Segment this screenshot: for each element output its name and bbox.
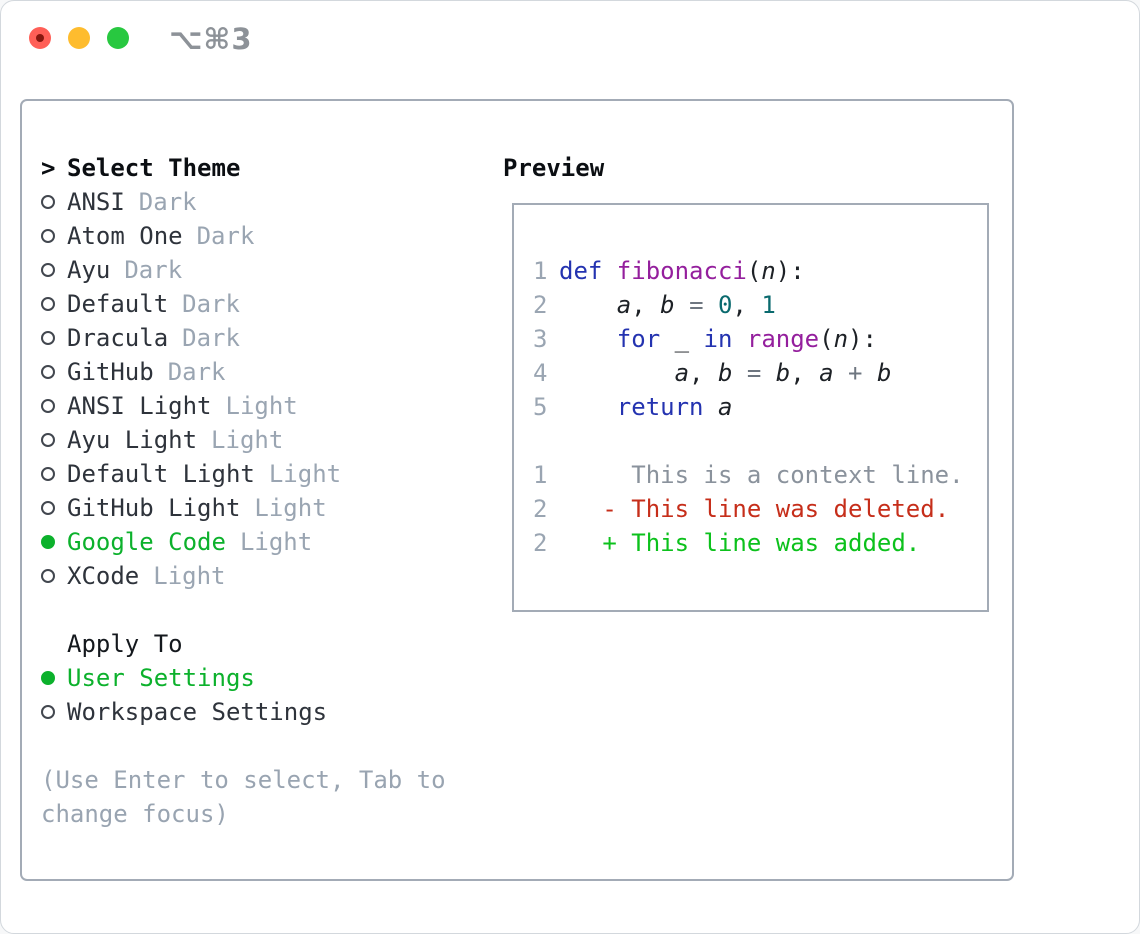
- theme-name: Google Code: [67, 528, 226, 556]
- theme-name: GitHub Light: [67, 494, 241, 522]
- theme-option-atom-one-dark[interactable]: Atom One Dark: [41, 219, 341, 253]
- apply-option-label: Workspace Settings: [67, 698, 328, 726]
- apply-option-workspace-settings[interactable]: Workspace Settings: [41, 695, 341, 729]
- theme-name: XCode: [67, 562, 140, 590]
- theme-name: Default Light: [67, 460, 255, 488]
- radio-icon: [41, 195, 67, 209]
- apply-to-title: Apply To: [67, 630, 183, 658]
- theme-variant: Light: [268, 460, 342, 488]
- focus-cursor-icon: >: [41, 154, 56, 182]
- diff-context-line: 1 This is a context line.: [533, 461, 964, 489]
- theme-name: Dracula: [67, 324, 169, 352]
- theme-variant: Light: [225, 392, 298, 420]
- apply-option-user-settings-selected[interactable]: User Settings: [41, 661, 341, 695]
- theme-variant: Dark: [124, 256, 183, 284]
- radio-icon: [41, 569, 67, 583]
- line-number: 4: [533, 359, 548, 387]
- theme-variant: Dark: [182, 324, 240, 352]
- theme-name: Default: [67, 290, 169, 318]
- line-number: 1: [533, 257, 548, 285]
- radio-icon: [41, 467, 67, 481]
- theme-list-header: > Select Theme: [41, 151, 341, 185]
- theme-option-default-dark[interactable]: Default Dark: [41, 287, 341, 321]
- theme-option-ansi-light[interactable]: ANSI Light Light: [41, 389, 341, 423]
- code-line: 5 return a: [533, 393, 733, 421]
- theme-variant: Light: [211, 426, 284, 454]
- code-line: 3 for _ in range(n):: [533, 325, 877, 353]
- preview-code: 1 def fibonacci(n): 2 a, b = 0, 1 3 for …: [533, 254, 964, 560]
- code-line: 4 a, b = b, a + b: [533, 359, 892, 387]
- line-number: 3: [533, 325, 548, 353]
- theme-option-ansi-dark[interactable]: ANSI Dark: [41, 185, 341, 219]
- theme-option-google-code-selected[interactable]: Google Code Light: [41, 525, 341, 559]
- theme-name: ANSI: [67, 188, 125, 216]
- radio-icon: [41, 399, 67, 413]
- code-line: 2 a, b = 0, 1: [533, 291, 776, 319]
- theme-name: Atom One: [67, 222, 183, 250]
- blank-line: [533, 424, 964, 458]
- radio-icon: [41, 365, 67, 379]
- theme-option-ayu-light[interactable]: Ayu Light Light: [41, 423, 341, 457]
- apply-to-header: Apply To: [41, 627, 341, 661]
- theme-variant: Dark: [182, 290, 240, 318]
- radio-selected-icon: [41, 535, 67, 549]
- keyboard-hint-text: (Use Enter to select, Tab to change focu…: [41, 766, 446, 828]
- line-number: 2: [533, 529, 548, 557]
- line-number: 5: [533, 393, 548, 421]
- radio-icon: [41, 433, 67, 447]
- radio-icon: [41, 229, 67, 243]
- theme-variant: Light: [254, 494, 327, 522]
- theme-variant: Light: [153, 562, 226, 590]
- radio-icon: [41, 501, 67, 515]
- theme-option-ayu-dark[interactable]: Ayu Dark: [41, 253, 341, 287]
- radio-icon: [41, 263, 67, 277]
- radio-icon: [41, 705, 67, 719]
- apply-option-label: User Settings: [67, 664, 255, 692]
- select-theme-title: Select Theme: [67, 154, 241, 182]
- line-number: 1: [533, 461, 548, 489]
- theme-option-github-light[interactable]: GitHub Light Light: [41, 491, 341, 525]
- theme-option-dracula-dark[interactable]: Dracula Dark: [41, 321, 341, 355]
- radio-selected-icon: [41, 671, 67, 685]
- titlebar: ⌥⌘3: [1, 1, 1139, 77]
- theme-option-default-light[interactable]: Default Light Light: [41, 457, 341, 491]
- theme-variant: Light: [239, 528, 313, 556]
- theme-name: GitHub: [67, 358, 154, 386]
- diff-added-line: 2 + This line was added.: [533, 529, 921, 557]
- theme-variant: Dark: [138, 188, 197, 216]
- preview-title: Preview: [503, 154, 605, 182]
- theme-selector-panel: > Select Theme ANSI Dark Atom One Dark A…: [20, 99, 1014, 881]
- theme-name: Ayu: [67, 256, 111, 284]
- theme-option-xcode-light[interactable]: XCode Light: [41, 559, 341, 593]
- traffic-light-minimize-button[interactable]: [68, 27, 90, 49]
- theme-list: > Select Theme ANSI Dark Atom One Dark A…: [41, 151, 341, 729]
- diff-deleted-line: 2 - This line was deleted.: [533, 495, 950, 523]
- theme-variant: Dark: [167, 358, 226, 386]
- theme-option-github-dark[interactable]: GitHub Dark: [41, 355, 341, 389]
- code-line: 1 def fibonacci(n):: [533, 257, 805, 285]
- traffic-light-zoom-button[interactable]: [107, 27, 129, 49]
- theme-variant: Dark: [196, 222, 255, 250]
- radio-icon: [41, 297, 67, 311]
- theme-name: Ayu Light: [67, 426, 198, 454]
- preview-pane: 1 def fibonacci(n): 2 a, b = 0, 1 3 for …: [512, 203, 989, 612]
- radio-icon: [41, 331, 67, 345]
- line-number: 2: [533, 495, 548, 523]
- spacer: [41, 593, 341, 627]
- line-number: 2: [533, 291, 548, 319]
- theme-name: ANSI Light: [67, 392, 212, 420]
- traffic-light-close-button[interactable]: [29, 27, 51, 49]
- window-title-shortcut: ⌥⌘3: [169, 22, 253, 56]
